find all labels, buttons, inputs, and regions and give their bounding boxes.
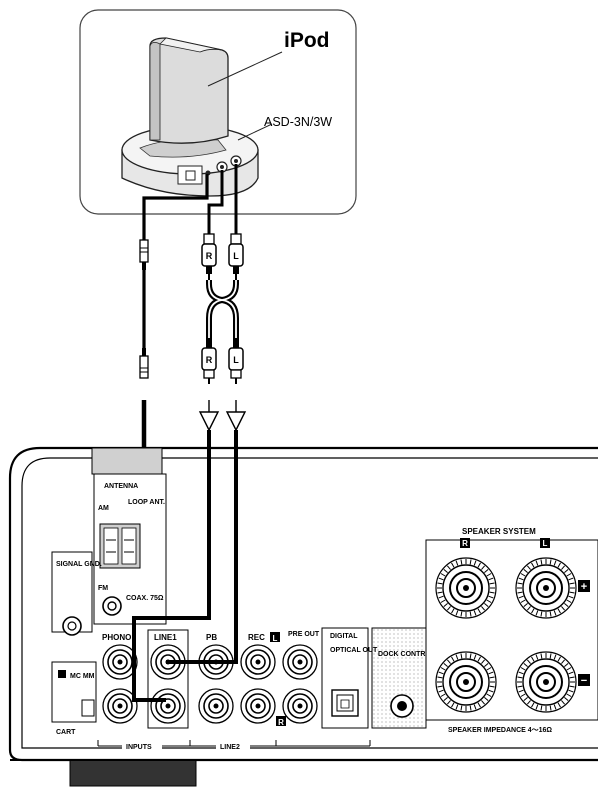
coax-label: COAX. 75Ω — [126, 595, 164, 602]
panel-foot — [69, 759, 197, 787]
phono-label: PHONO — [102, 633, 131, 642]
audio-cable-upper — [207, 164, 238, 236]
dock-control-text: DOCK CONTROL — [378, 651, 436, 658]
cart-switch[interactable] — [81, 699, 95, 717]
plug-marker-r-top: R — [206, 251, 213, 261]
speaker-terminal-r-plus[interactable] — [435, 557, 497, 619]
rca-plug-top-right: R — [201, 233, 217, 280]
rec-channel-r-marker: R — [278, 718, 284, 727]
pb-jack-r[interactable] — [198, 688, 234, 724]
rca-plug-top-left: L — [228, 233, 244, 280]
audio-cable-loop — [206, 280, 239, 340]
audio-cable-routing — [132, 430, 238, 702]
dock-control-plug-bottom — [139, 348, 149, 379]
plug-marker-r-bottom: R — [206, 355, 213, 365]
optical-out-text: OPTICAL OUT — [330, 647, 378, 654]
pre-out-jack-l[interactable] — [282, 644, 318, 680]
pre-out-jack-r[interactable] — [282, 688, 318, 724]
optical-out-jack[interactable] — [331, 689, 359, 717]
fm-coax-connector[interactable] — [102, 596, 122, 616]
plug-marker-l-top: L — [233, 251, 239, 261]
line1-jack-r[interactable] — [150, 688, 186, 724]
am-antenna-terminal[interactable] — [99, 523, 141, 569]
rec-channel-l-marker: L — [273, 634, 278, 643]
rec-label: REC — [248, 633, 265, 642]
dock-control-cable-upper — [142, 174, 209, 240]
antenna-section: ANTENNA LOOP ANT. AM FM COAX. 75Ω — [91, 447, 167, 625]
coax-label-text: COAX. 75Ω — [126, 595, 164, 602]
dock-callout: iPod ASD-3N/3W — [79, 9, 357, 215]
dock-model-label: ASD-3N/3W — [264, 115, 332, 129]
dock-control-plug-top — [139, 239, 149, 270]
speaker-r-marker: R — [462, 539, 468, 548]
input-group-brackets: INPUTS LINE2 — [97, 740, 371, 751]
phono-section: MC MM CART — [51, 661, 97, 736]
speaker-impedance-label: SPEAKER IMPEDANCE 4～16Ω — [448, 727, 552, 734]
plus-sign: + — [581, 581, 587, 593]
cart-label: CART — [56, 729, 76, 736]
speaker-l-marker: L — [543, 539, 548, 548]
audio-arrow-left — [225, 400, 247, 432]
ipod-leader-line — [207, 51, 283, 87]
mc-mm-label: MC MM — [70, 673, 95, 680]
digital-label: DIGITAL — [330, 633, 358, 640]
pb-label: PB — [206, 633, 217, 642]
line1-label: LINE1 — [154, 633, 177, 642]
dock-control-jack[interactable] — [390, 694, 414, 718]
speaker-terminal-l-plus[interactable] — [515, 557, 577, 619]
speaker-system-label: SPEAKER SYSTEM — [462, 527, 536, 536]
ipod-label: iPod — [284, 29, 330, 52]
speaker-terminal-r-minus[interactable] — [435, 651, 497, 713]
antenna-label: ANTENNA — [104, 483, 138, 490]
pre-out-label: PRE OUT — [288, 631, 320, 638]
line2-label: LINE2 — [220, 744, 240, 751]
plug-marker-l-bottom: L — [233, 355, 239, 365]
signal-gnd-label: SIGNAL GND. — [56, 561, 102, 568]
inputs-label: INPUTS — [126, 744, 152, 751]
loop-ant-label: LOOP ANT. — [128, 499, 165, 506]
fm-label: FM — [98, 585, 108, 592]
digital-out-section: DIGITAL OPTICAL OUT — [321, 627, 378, 729]
ipod-illustration — [149, 37, 229, 144]
rec-jack-l[interactable] — [240, 644, 276, 680]
am-label: AM — [98, 505, 109, 512]
rec-jack-r[interactable] — [240, 688, 276, 724]
signal-gnd-section: SIGNAL GND. — [51, 551, 102, 636]
speaker-terminal-l-minus[interactable] — [515, 651, 577, 713]
phono-jack-l[interactable] — [102, 644, 138, 680]
rca-plug-bottom-right: R — [201, 338, 217, 384]
minus-sign: − — [581, 675, 587, 687]
signal-gnd-terminal[interactable] — [62, 616, 82, 636]
line1-frame — [147, 629, 189, 729]
signal-gnd-text: SIGNAL GND. — [56, 561, 102, 568]
receiver-rear-panel: ANTENNA LOOP ANT. AM FM COAX. 75Ω — [8, 446, 598, 787]
dock-control-section: DOCK CONTROL — [371, 627, 436, 729]
speaker-terminals — [435, 557, 577, 713]
dock-leader-line — [237, 123, 273, 141]
audio-arrow-right — [198, 400, 220, 432]
phono-jack-r[interactable] — [102, 688, 138, 724]
rca-plug-bottom-left: L — [228, 338, 244, 384]
